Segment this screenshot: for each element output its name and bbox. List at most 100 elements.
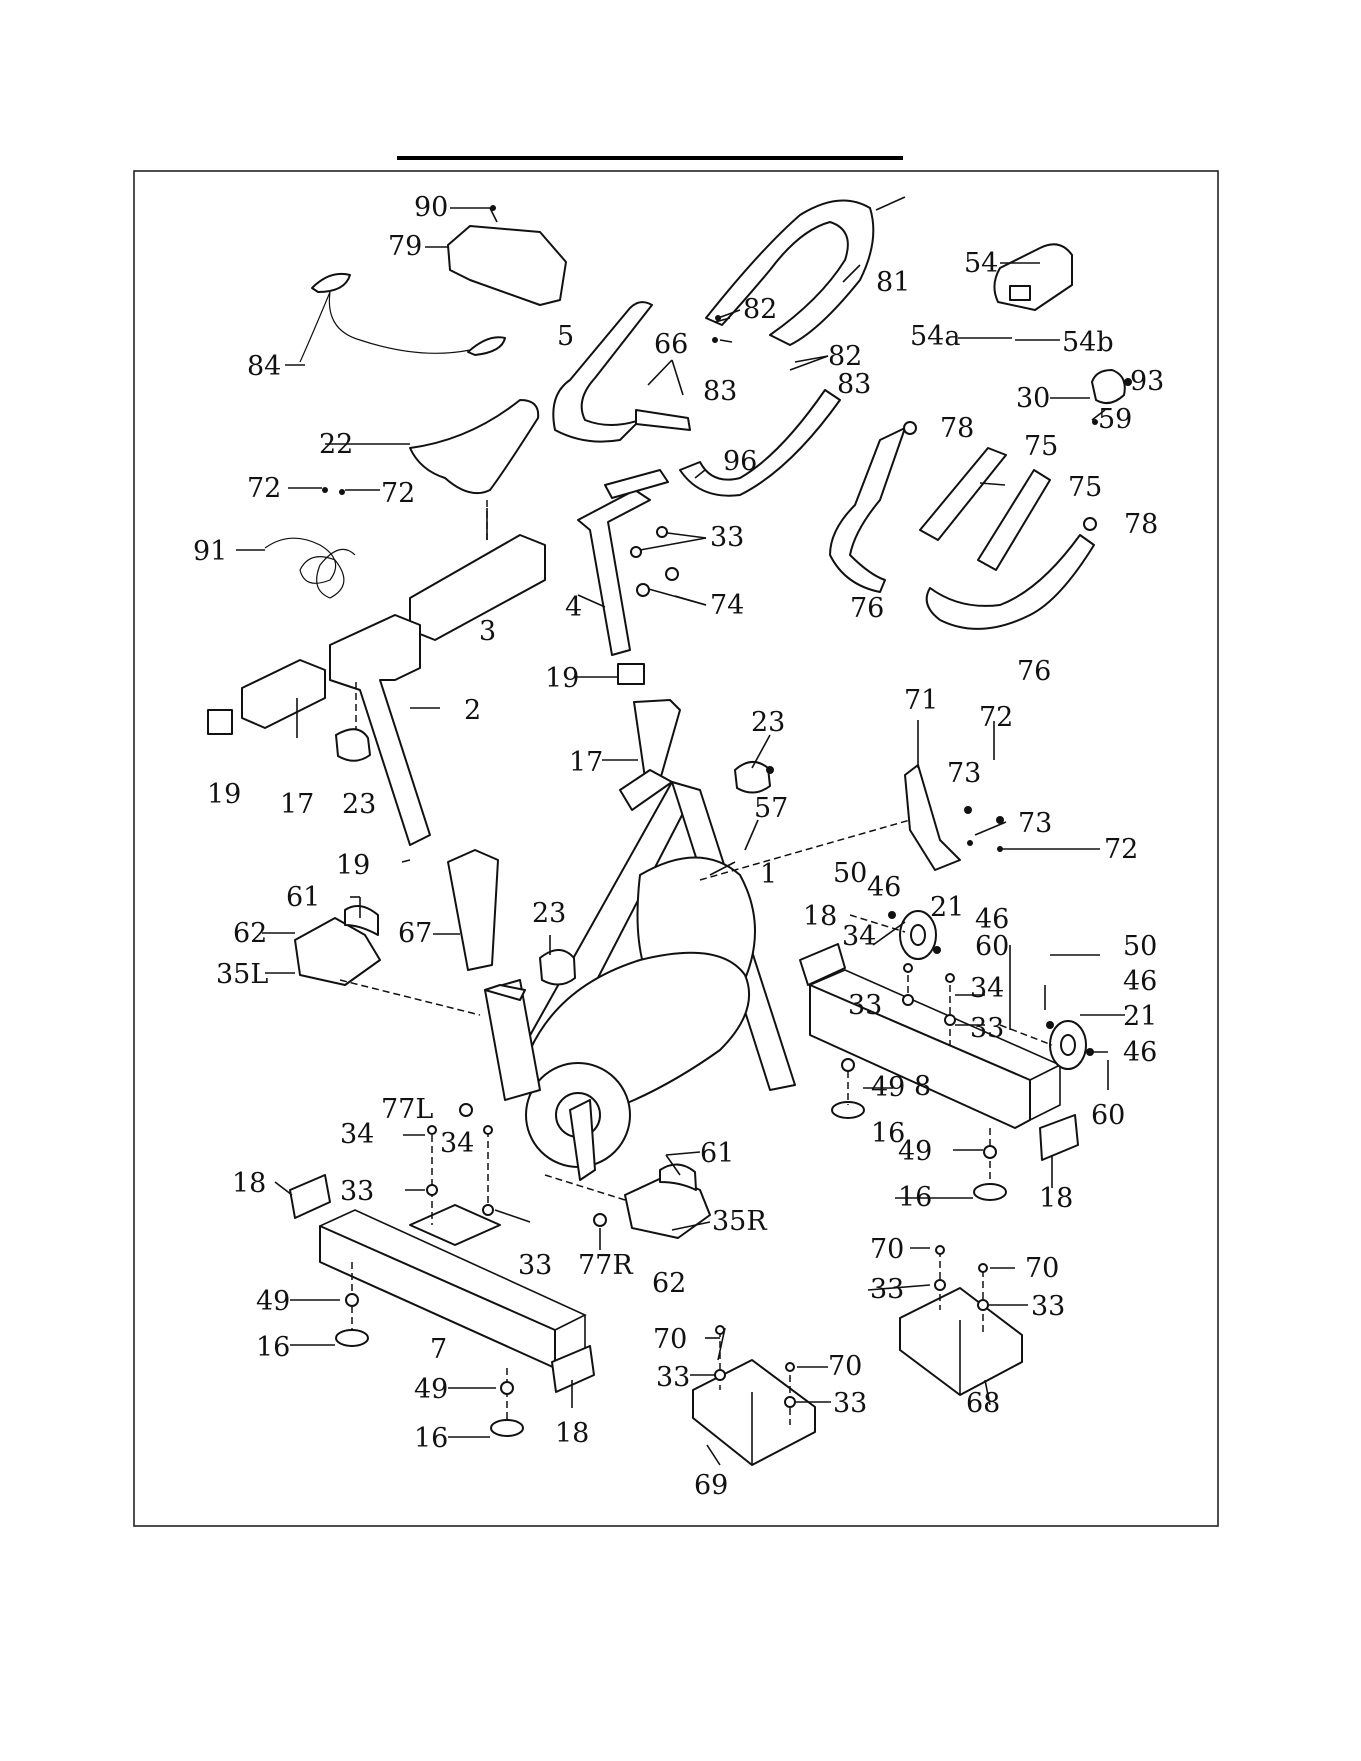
part-18-cap-front-right xyxy=(552,1346,594,1392)
label-34c: 34 xyxy=(340,1119,374,1150)
part-17-sleeve-center xyxy=(634,700,680,785)
label-70b: 70 xyxy=(1025,1253,1059,1284)
part-18-cap-rear-bottom xyxy=(1040,1115,1078,1160)
label-49a: 49 xyxy=(871,1072,905,1103)
part-75-grip-upper xyxy=(920,448,1006,540)
label-77R: 77R xyxy=(578,1250,633,1281)
label-50a: 50 xyxy=(833,858,867,889)
label-72c: 72 xyxy=(979,702,1013,733)
label-70a: 70 xyxy=(870,1234,904,1265)
label-18b: 18 xyxy=(1039,1183,1073,1214)
label-23a: 23 xyxy=(342,789,376,820)
part-67-sleeve xyxy=(448,850,498,970)
label-49c: 49 xyxy=(256,1286,290,1317)
label-54: 54 xyxy=(964,248,998,279)
part-crank xyxy=(570,1100,595,1180)
part-84-sensor-left xyxy=(312,274,350,292)
label-72a: 72 xyxy=(247,473,281,504)
label-82b: 82 xyxy=(828,341,862,372)
label-84: 84 xyxy=(247,351,281,382)
part-18-cap-front-left xyxy=(290,1175,330,1218)
label-61a: 61 xyxy=(286,882,320,913)
label-70d: 70 xyxy=(828,1351,862,1382)
label-60b: 60 xyxy=(1091,1100,1125,1131)
label-35R: 35R xyxy=(712,1206,767,1237)
label-62b: 62 xyxy=(652,1268,686,1299)
label-34d: 34 xyxy=(440,1128,474,1159)
label-70c: 70 xyxy=(653,1324,687,1355)
label-91: 91 xyxy=(193,536,227,567)
label-66: 66 xyxy=(654,329,688,360)
part-23-knob-left xyxy=(336,729,370,761)
label-33i: 33 xyxy=(833,1388,867,1419)
label-69: 69 xyxy=(694,1470,728,1501)
part-22-saddle xyxy=(410,400,538,493)
part-76-grip-lower xyxy=(927,535,1094,629)
label-75a: 75 xyxy=(1024,431,1058,462)
label-68: 68 xyxy=(966,1388,1000,1419)
label-71: 71 xyxy=(904,685,938,716)
label-17a: 17 xyxy=(569,747,603,778)
label-81: 81 xyxy=(876,267,910,298)
label-19c: 19 xyxy=(336,850,370,881)
label-5: 5 xyxy=(557,321,574,352)
part-68-block xyxy=(900,1288,1022,1395)
part-79-cover xyxy=(448,226,566,305)
label-78a: 78 xyxy=(940,413,974,444)
label-72d: 72 xyxy=(1104,834,1138,865)
label-73a: 73 xyxy=(947,758,981,789)
label-62a: 62 xyxy=(233,918,267,949)
label-19b: 19 xyxy=(207,779,241,810)
label-1: 1 xyxy=(760,859,777,890)
label-82a: 82 xyxy=(743,294,777,325)
label-4: 4 xyxy=(565,592,582,623)
label-72b: 72 xyxy=(381,478,415,509)
label-74: 74 xyxy=(710,590,744,621)
label-54b: 54b xyxy=(1062,327,1114,358)
label-23c: 23 xyxy=(532,898,566,929)
label-17b: 17 xyxy=(280,789,314,820)
label-76b: 76 xyxy=(1017,656,1051,687)
label-33a: 33 xyxy=(710,522,744,553)
label-67: 67 xyxy=(398,918,432,949)
part-76-grip-upper xyxy=(830,428,905,592)
label-22: 22 xyxy=(319,429,353,460)
label-3: 3 xyxy=(479,616,496,647)
label-57: 57 xyxy=(754,793,788,824)
part-19-cap-left xyxy=(208,710,232,734)
label-79: 79 xyxy=(388,231,422,262)
label-77L: 77L xyxy=(381,1094,433,1125)
label-49d: 49 xyxy=(414,1374,448,1405)
label-7: 7 xyxy=(430,1334,447,1365)
label-35L: 35L xyxy=(216,959,268,990)
part-54-console xyxy=(994,244,1072,310)
label-33f: 33 xyxy=(870,1274,904,1305)
label-34a: 34 xyxy=(842,921,876,952)
part-84-sensor-right xyxy=(468,337,505,355)
label-33c: 33 xyxy=(970,1013,1004,1044)
label-46c: 46 xyxy=(1123,966,1157,997)
label-54a: 54a xyxy=(910,321,960,352)
label-93: 93 xyxy=(1130,366,1164,397)
part-4-handlebar-post xyxy=(578,490,650,655)
label-30: 30 xyxy=(1016,383,1050,414)
part-19-cap-center xyxy=(618,664,644,684)
label-96: 96 xyxy=(723,446,757,477)
label-78b: 78 xyxy=(1124,509,1158,540)
label-16b: 16 xyxy=(898,1182,932,1213)
label-90: 90 xyxy=(414,192,448,223)
label-18c: 18 xyxy=(232,1168,266,1199)
label-19a: 19 xyxy=(545,663,579,694)
part-16-foot-front-right xyxy=(491,1420,523,1436)
label-49b: 49 xyxy=(898,1136,932,1167)
part-16-foot-front-left xyxy=(336,1330,368,1346)
label-83b: 83 xyxy=(837,369,871,400)
label-21a: 21 xyxy=(930,892,964,923)
label-83a: 83 xyxy=(703,376,737,407)
label-61b: 61 xyxy=(700,1138,734,1169)
label-16d: 16 xyxy=(414,1423,448,1454)
label-46d: 46 xyxy=(1123,1037,1157,1068)
part-91-cable xyxy=(265,538,355,598)
label-73b: 73 xyxy=(1018,808,1052,839)
label-21b: 21 xyxy=(1123,1001,1157,1032)
